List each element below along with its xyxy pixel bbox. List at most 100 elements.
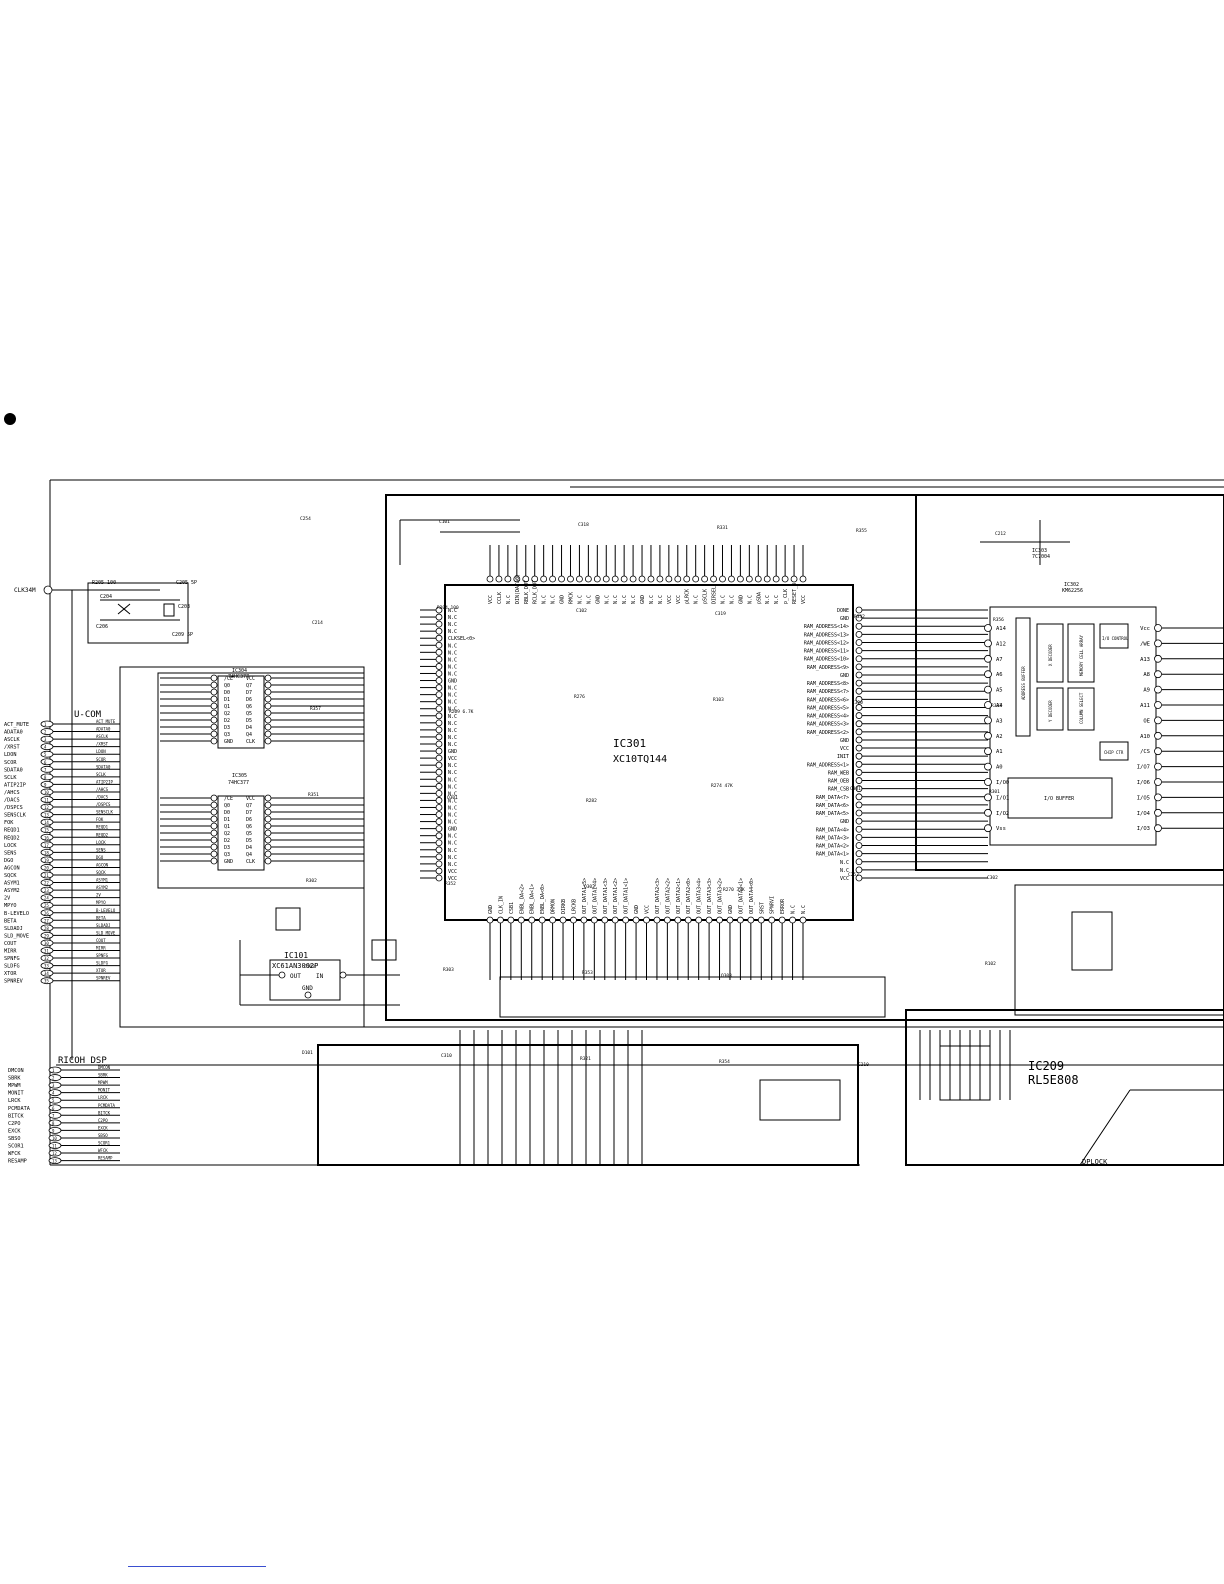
chip-pin-label: GND [224,739,233,745]
ic301-fpga: IC301 XC10TQ144 N.CN.CN.CN.CCLKSEL<0>N.C… [385,494,1224,1021]
fpga-right-pin [855,630,863,638]
chip-pin-label: D4 [246,845,252,851]
chip-pin-label: D1 [224,817,230,823]
ucom-pin-label: SCLK [4,775,17,781]
ucom-pin-number: 17 [44,843,49,848]
ucom-pin-label: 2V [4,896,10,902]
part-c206: C206 [96,624,108,630]
ucom-pin [40,728,54,735]
fpga-left-pin-label: N.C [448,700,457,706]
ricoh-pin-label: SBSO [8,1136,21,1142]
sram-left-pin [984,747,992,756]
ucom-pin-number: 31 [44,949,49,954]
sram-right-pin [1154,654,1162,663]
part-ref: C303 [304,964,315,970]
part-ref: R270 33K [723,887,745,893]
fpga-top-pin-label: N.C [586,595,592,604]
fpga-right-pin [855,712,863,719]
chip-pin-label: D4 [246,725,252,731]
sram-right-pin-label: A9 [1143,688,1150,694]
ucom-net-label: ASYM2 [96,885,109,890]
ucom-pin-number: 33 [44,964,49,969]
part-ref: C214 [312,620,323,626]
part-ref: C310 [441,1053,452,1059]
ricoh-pin-number: 4 [52,1091,55,1096]
chip-pin [264,794,272,802]
fpga-bottom-pin-label: OUT_DATA1<2> [613,878,619,914]
ucom-net-label: B-LEVELO [96,908,116,913]
fpga-right-pin-label: RAM_DATA<2> [816,844,849,850]
fpga-bottom-pin-label: OUT_DATA1<4> [592,878,598,914]
fpga-left-pin [435,740,443,748]
fpga-left-pin-label: N.C [448,650,457,656]
fpga-left-pin [435,655,443,663]
fpga-bottom-pin [705,916,713,924]
ricoh-pin-label: MPWM [8,1083,21,1089]
fpga-right-pin-label: RAM_ADDRESS<8> [807,681,849,687]
fpga-bottom-pin [684,916,692,924]
chip-pin-label: /CE [224,676,233,682]
fpga-top-pin [540,575,548,583]
ucom-net-label: AGCON [96,862,109,867]
sram-left-pin [984,685,992,694]
chip-pin [264,723,272,731]
fpga-left-pin [435,846,443,854]
ic101-regulator: IC101 XC61AN3002P OUT IN GND [239,907,400,1006]
sram-right-pin [1154,639,1162,648]
ucom-pin-number: 13 [44,813,49,818]
ucom-net-label: ATIP2IP [96,779,113,784]
fpga-left-pin-label: N.C [448,770,457,776]
ic302-sram: IC302 KM62256 ADDRESS BUFFER X DECODER M… [915,494,1224,871]
fpga-right-pin [855,622,863,630]
sram-left-pin-label: A7 [996,657,1003,663]
fpga-right-pin-label: N.C [840,868,849,874]
ic101-out: OUT [290,973,301,980]
sram-right-pin [1154,624,1162,632]
fpga-right-pin [855,752,863,760]
fpga-right-pin-label: RAM_ADDRESS<3> [807,722,849,728]
fpga-top-pin [710,575,717,583]
fpga-right-pin-label: GND [840,616,849,622]
part-ref: C102 [576,608,587,614]
ucom-pin-number: 1 [44,722,47,727]
ucom-net-label: SENSCLK [96,810,113,815]
ricoh-pin-number: 11 [52,1144,57,1149]
fpga-left-pin [435,677,443,684]
fpga-right-pin-label: DONE [837,608,849,614]
part-ref: C212 [995,531,1006,537]
fpga-top-pin-label: N.C [747,595,753,604]
chip-pin [264,843,272,851]
ucom-pin-number: 28 [44,926,49,931]
fpga-right-pin [855,769,863,776]
ucom-pin-label: MIRR [4,949,17,955]
fpga-left-pin [435,811,443,818]
chip-pin-label: Q4 [246,732,252,738]
fpga-bottom-pin [747,916,755,924]
part-ref: R209 6.7K [449,709,474,715]
fpga-top-pin [790,575,798,583]
fpga-bottom-pin [601,916,609,924]
part-ref: C101 [439,519,450,525]
fpga-top-pin [486,575,494,583]
footer-link-line [128,1566,266,1567]
ic101-ref: IC101 [284,951,308,960]
fpga-right-pin-label: RAM_ADDRESS<12> [804,640,849,646]
ucom-pin-label: LDON [4,752,17,758]
chip-pin-label: Q2 [224,711,230,717]
fpga-top-pin-label: CCLK [497,592,503,604]
ricoh-net-label: WFCK [98,1148,108,1153]
fpga-top-pin [683,575,691,583]
fpga-bottom-pin-label: ERROR [780,898,786,914]
ucom-net-label: SENS [96,847,106,852]
fpga-top-pin-label: N.C [506,595,512,604]
fpga-bottom-pin [590,916,598,924]
part-c205: C205 5P [176,580,197,586]
chip-pin [210,822,218,830]
ricoh-pin [48,1119,62,1127]
sram-left-pin-label: A12 [996,641,1006,647]
ucom-pin-label: ASYM1 [4,881,20,887]
sram-left-pin-label: A5 [996,688,1003,694]
ucom-net-label: SPNFG [96,953,109,958]
